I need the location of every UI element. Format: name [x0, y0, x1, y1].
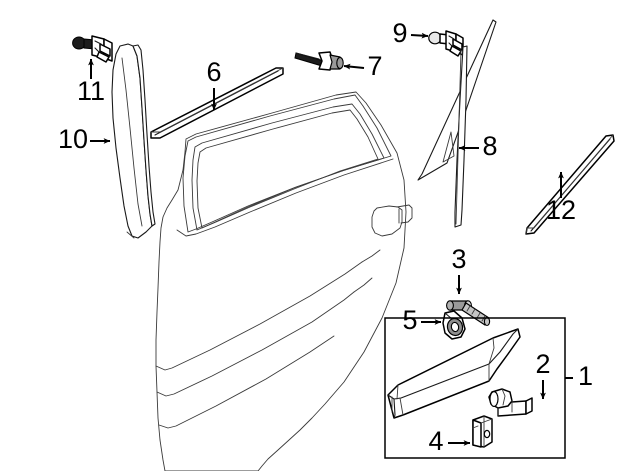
callout-labels: 1 2 3 4 5 6 7 8 9 10 11 12 — [58, 18, 593, 456]
rear-door-outer-panel — [155, 91, 413, 471]
outer-belt-weatherstrip — [150, 67, 284, 139]
molding-bracket-clip — [472, 415, 493, 448]
detail-callout-box — [384, 317, 566, 459]
callout-label-9: 9 — [392, 18, 407, 48]
door-outside-handle — [371, 204, 413, 237]
molding-end-cap-retainer — [488, 388, 533, 417]
callout-label-8: 8 — [482, 131, 497, 161]
callout-label-11: 11 — [77, 76, 105, 106]
callout-label-5: 5 — [402, 305, 417, 335]
screw-cover-cap — [442, 310, 466, 340]
callout-label-3: 3 — [451, 244, 466, 274]
b-pillar-applique — [111, 43, 156, 239]
callout-leaders — [88, 32, 573, 446]
applique-push-clip-lower — [72, 35, 113, 63]
leader-7 — [343, 63, 365, 70]
rear-corner-applique — [417, 19, 497, 228]
applique-rivet — [294, 51, 344, 71]
leader-9 — [410, 32, 429, 39]
callout-label-12: 12 — [546, 195, 576, 225]
body-side-molding — [387, 328, 521, 419]
applique-push-clip-upper — [428, 30, 464, 57]
callout-label-4: 4 — [428, 426, 443, 456]
callout-label-2: 2 — [535, 349, 550, 379]
callout-label-6: 6 — [206, 57, 221, 87]
callout-label-1: 1 — [578, 361, 593, 391]
callout-label-7: 7 — [367, 51, 382, 81]
callout-label-10: 10 — [58, 124, 88, 154]
inner-belt-weatherstrip — [525, 134, 615, 235]
